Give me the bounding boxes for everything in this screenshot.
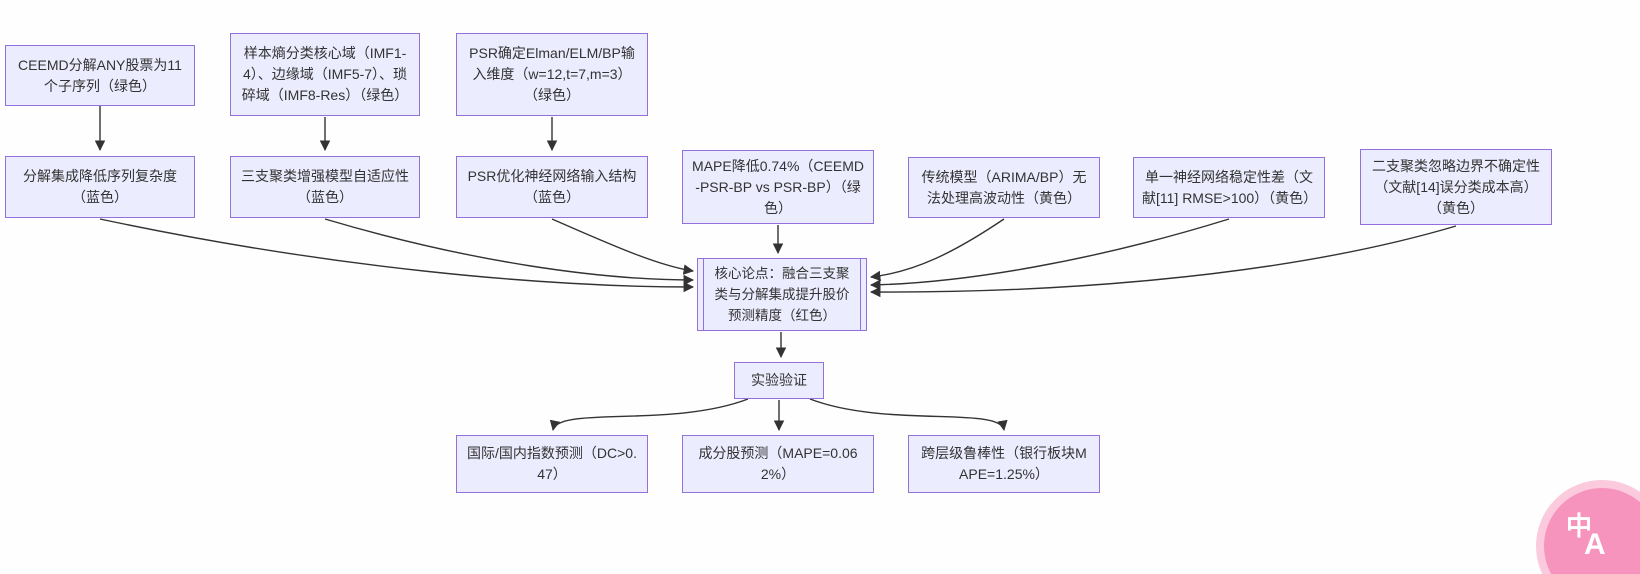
node-experimental-validation: 实验验证 [734,362,824,399]
edge-exp-index [549,398,749,432]
edge-exp-robust [809,398,1008,432]
edge-trad-core [869,218,1005,282]
node-threeway-clustering-benefit: 三支聚类增强模型自适应性（蓝色） [230,156,420,218]
edge-decomp-core [99,218,695,293]
translate-floating-button[interactable]: 中 A [1536,480,1640,574]
node-cross-level-robustness: 跨层级鲁棒性（银行板块MAPE=1.25%） [908,435,1100,493]
node-single-network-instability: 单一神经网络稳定性差（文献[11] RMSE>100）（黄色） [1133,157,1325,218]
edge-twoway-core [869,225,1457,298]
node-mape-improvement: MAPE降低0.74%（CEEMD-PSR-BP vs PSR-BP）（绿色） [682,150,874,224]
node-constituent-stock-result: 成分股预测（MAPE=0.062%） [682,435,874,493]
node-traditional-model-limit: 传统模型（ARIMA/BP）无法处理高波动性（黄色） [908,157,1100,218]
node-twoway-clustering-limit: 二支聚类忽略边界不确定性（文献[14]误分类成本高）（黄色） [1360,149,1552,225]
node-psr-input-dimension: PSR确定Elman/ELM/BP输入维度（w=12,t=7,m=3）（绿色） [456,33,648,116]
node-ceemd-decomposition: CEEMD分解ANY股票为11个子序列（绿色） [5,45,195,106]
node-decomposition-benefit: 分解集成降低序列复杂度（蓝色） [5,156,195,218]
node-index-forecast-result: 国际/国内指数预测（DC>0.47） [456,435,648,493]
node-core-thesis: 核心论点：融合三支聚类与分解集成提升股价预测精度（红色） [697,258,867,331]
node-psr-optimization-benefit: PSR优化神经网络输入结构（蓝色） [456,156,648,218]
translate-icon: 中 [1566,511,1593,541]
node-sample-entropy-domains: 样本熵分类核心域（IMF1-4）、边缘域（IMF5-7）、琐碎域（IMF8-Re… [230,33,420,116]
edge-single-core [869,218,1230,291]
edge-psropt-core [551,218,695,275]
edge-threeway-core [324,218,695,286]
